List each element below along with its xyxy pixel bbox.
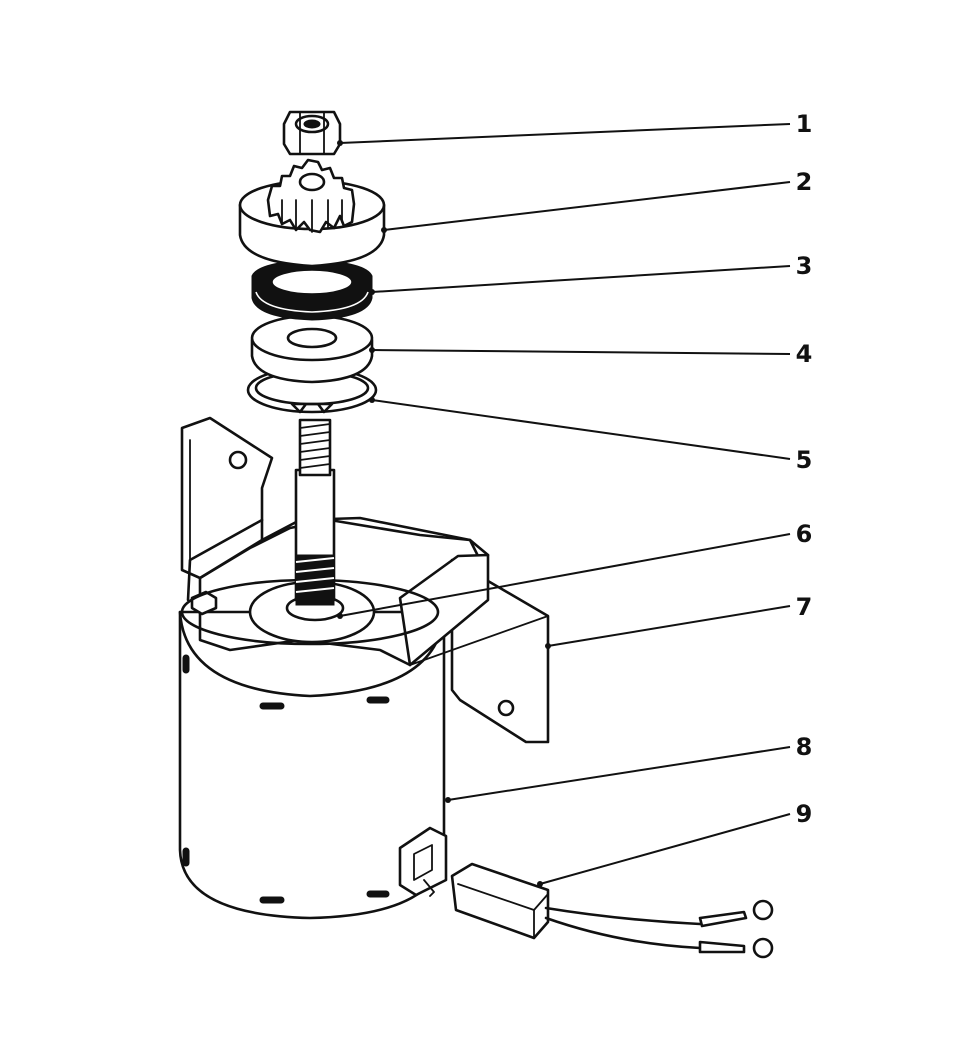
mounting-bracket [180,416,550,744]
anti-drift-spring [251,259,373,321]
callout-9: 9 [795,800,813,828]
retainer-washer [250,314,374,384]
leader-lines [337,123,791,887]
callout-1: 1 [795,110,813,138]
vent-slot [182,654,190,674]
callout-8: 8 [795,733,813,761]
vent-slot [182,847,190,867]
vent-slot [259,896,285,904]
vent-slot [366,696,390,704]
vent-slot [259,702,285,710]
armature-shaft [294,418,336,606]
callout-4: 4 [795,340,813,368]
callout-7: 7 [795,593,813,621]
callout-2: 2 [795,168,813,196]
vent-slot [366,890,390,898]
pinion-gear [238,158,386,268]
nut [282,110,342,156]
callout-6: 6 [795,520,813,548]
callout-5: 5 [795,446,813,474]
motor-housing [178,610,448,920]
callout-3: 3 [795,252,813,280]
wire-harness [450,862,774,959]
